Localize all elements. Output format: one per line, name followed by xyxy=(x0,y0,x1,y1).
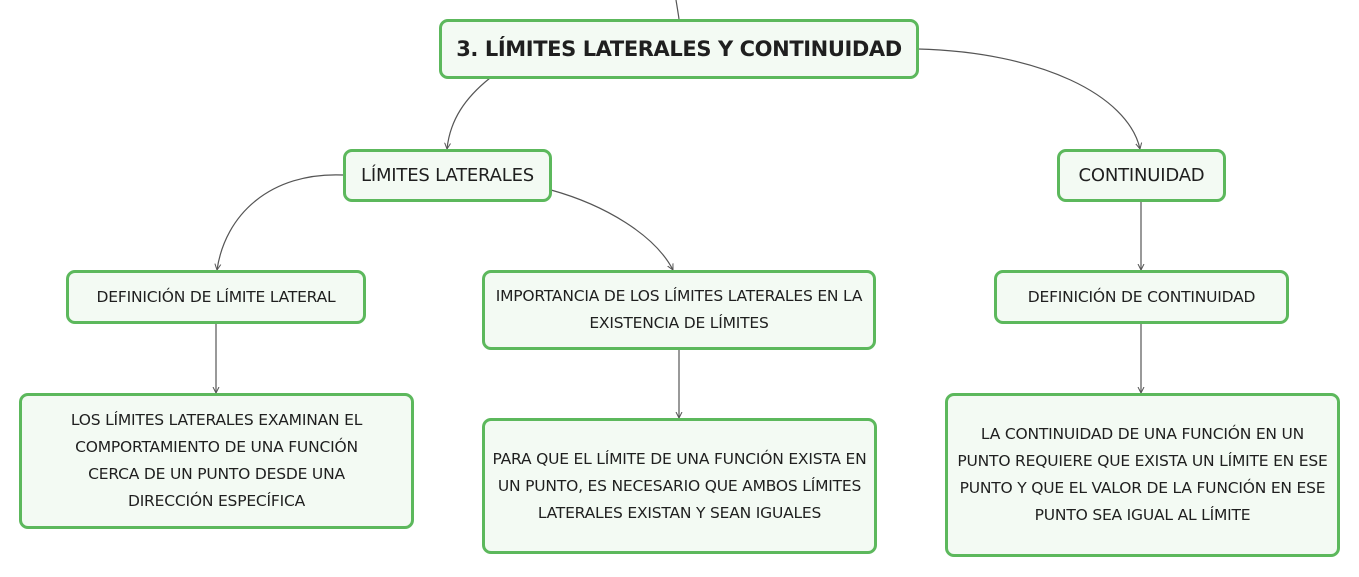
subtopic-definicion-limite-lateral-node[interactable]: DEFINICIÓN DE LÍMITE LATERAL xyxy=(66,270,366,324)
subtopic-importancia-node[interactable]: IMPORTANCIA DE LOS LÍMITES LATERALES EN … xyxy=(482,270,876,350)
root-topic-label: 3. LÍMITES LATERALES Y CONTINUIDAD xyxy=(456,37,902,61)
detail-limite-lateral-node[interactable]: LOS LÍMITES LATERALES EXAMINAN EL COMPOR… xyxy=(19,393,414,529)
detail-continuidad-node[interactable]: LA CONTINUIDAD DE UNA FUNCIÓN EN UN PUNT… xyxy=(945,393,1340,557)
branch-continuidad-label: CONTINUIDAD xyxy=(1078,165,1205,186)
connector-limites-importancia xyxy=(550,189,674,270)
detail-continuidad-text: LA CONTINUIDAD DE UNA FUNCIÓN EN UN PUNT… xyxy=(957,425,1328,524)
detail-importancia-text: PARA QUE EL LÍMITE DE UNA FUNCIÓN EXISTA… xyxy=(492,449,867,522)
detail-limite-lateral-text: LOS LÍMITES LATERALES EXAMINAN EL COMPOR… xyxy=(70,411,363,510)
subtopic-definicion-limite-lateral-label: DEFINICIÓN DE LÍMITE LATERAL xyxy=(96,287,336,306)
connector-limites-definicion xyxy=(217,174,344,270)
connector-root-continuidad xyxy=(917,48,1140,149)
root-topic-node[interactable]: 3. LÍMITES LATERALES Y CONTINUIDAD xyxy=(439,19,919,79)
subtopic-definicion-continuidad-label: DEFINICIÓN DE CONTINUIDAD xyxy=(1027,287,1256,306)
branch-limites-laterales-node[interactable]: LÍMITES LATERALES xyxy=(343,149,552,202)
subtopic-definicion-continuidad-node[interactable]: DEFINICIÓN DE CONTINUIDAD xyxy=(994,270,1289,324)
connector-root-limites-laterales xyxy=(447,77,491,149)
detail-importancia-node[interactable]: PARA QUE EL LÍMITE DE UNA FUNCIÓN EXISTA… xyxy=(482,418,877,554)
connector-incoming xyxy=(675,0,680,20)
branch-limites-laterales-label: LÍMITES LATERALES xyxy=(361,165,534,186)
subtopic-importancia-label: IMPORTANCIA DE LOS LÍMITES LATERALES EN … xyxy=(495,287,863,332)
branch-continuidad-node[interactable]: CONTINUIDAD xyxy=(1057,149,1226,202)
